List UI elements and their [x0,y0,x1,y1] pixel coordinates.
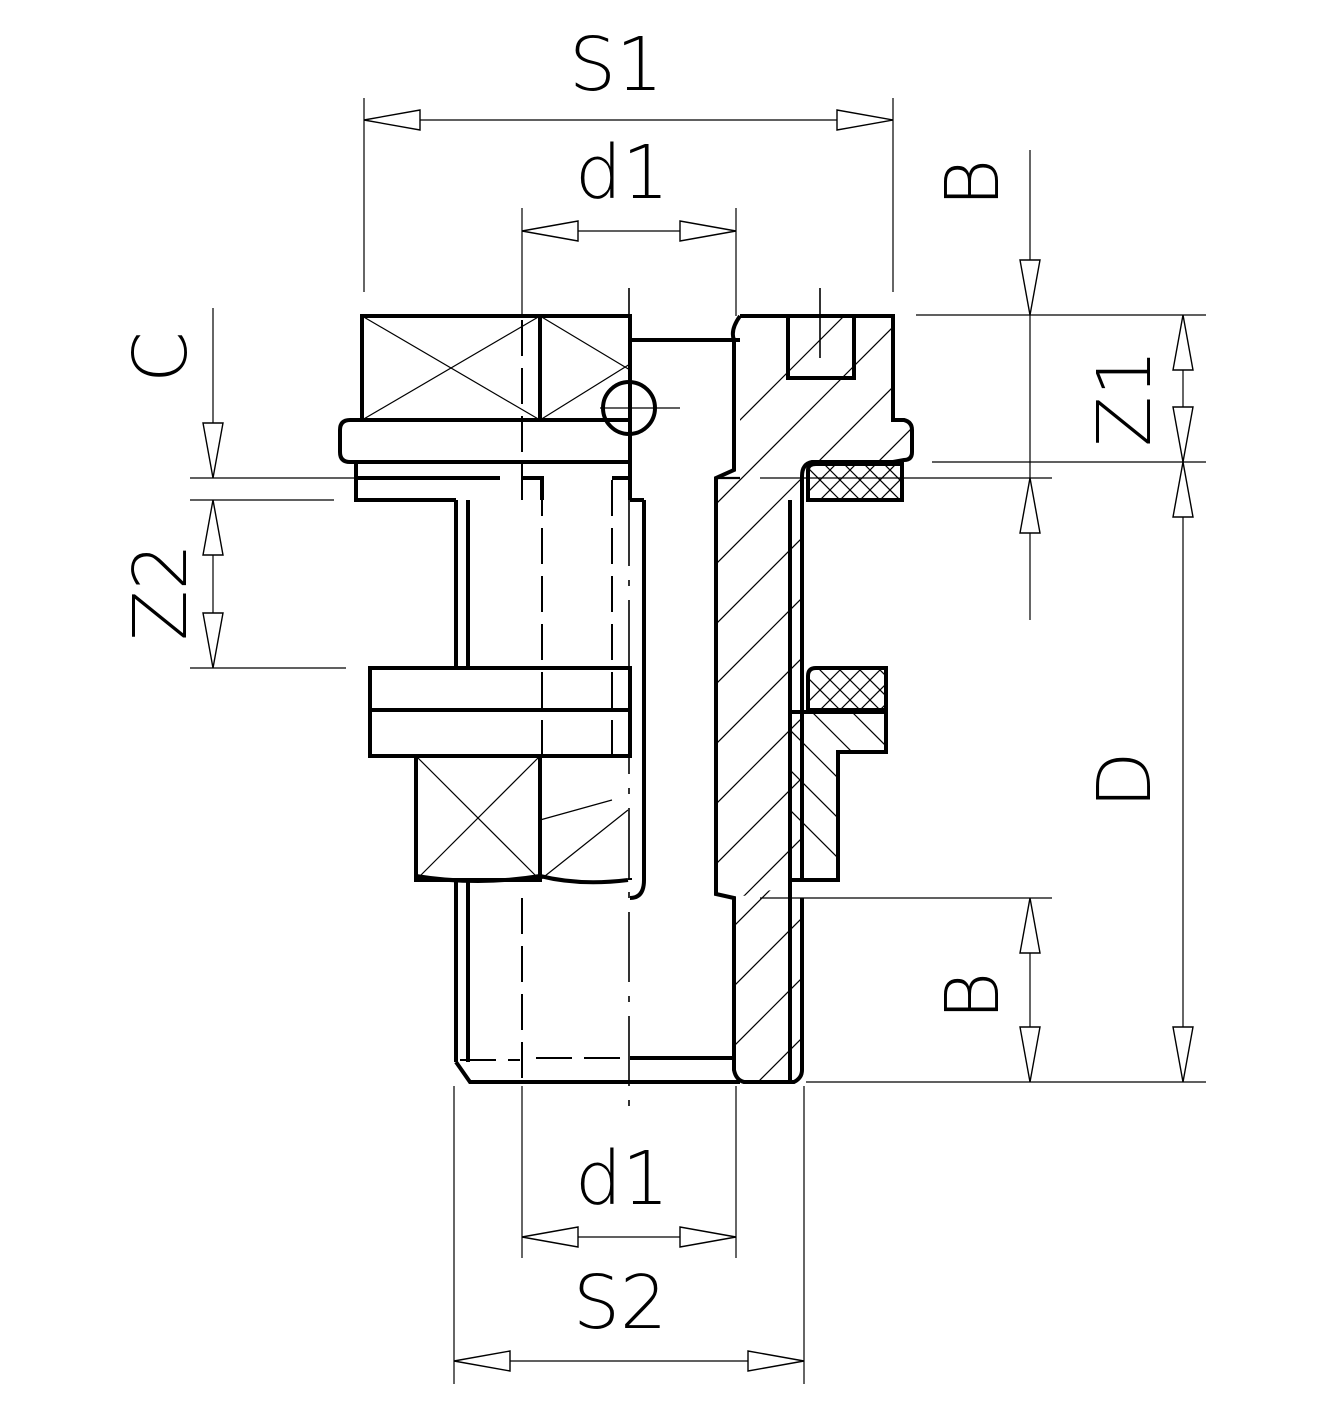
union-collar [338,418,632,502]
dimension-b-bottom: B [760,897,1052,1083]
label-z2: Z2 [118,543,204,641]
dimension-z2: Z2 [118,499,346,669]
dimension-d1-top: d1 [521,130,737,316]
seal-ring-bottom [806,666,888,712]
label-b-top: B [930,159,1016,207]
middle-flange [368,666,632,758]
label-s1: S1 [569,22,663,108]
label-d1-top: d1 [575,130,669,216]
socket-insert [788,710,888,882]
label-s2: S2 [573,1260,667,1346]
union-nut-bottom [414,755,629,885]
label-b-bottom: B [930,972,1016,1020]
hidden-lines [460,320,700,1080]
dimension-s2: S2 [453,1086,805,1384]
dimension-z1: Z1 [1082,314,1194,463]
lower-spigot-left [454,880,740,1084]
dimension-c: C [118,308,498,501]
label-d: D [1082,752,1168,809]
dimension-b-top: B [760,150,1206,620]
seal-ring-top [806,462,904,502]
o-ring [600,380,680,436]
label-d1-bottom: d1 [575,1136,669,1222]
fitting-body-section [714,288,914,1084]
dimension-s1: S1 [363,22,894,292]
inner-tube-left [454,498,646,900]
dimension-d1-bottom: d1 [521,1086,737,1258]
label-z1: Z1 [1082,349,1168,447]
union-nut-top [360,314,740,422]
label-c: C [118,331,204,383]
dimension-d: D [806,461,1206,1083]
